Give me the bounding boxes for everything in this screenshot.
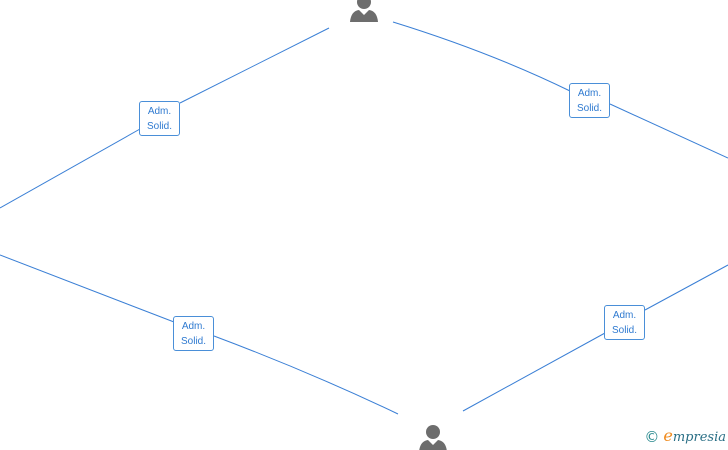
brand-initial: e	[663, 426, 673, 445]
edge-label-role: Adm.	[181, 321, 206, 332]
edge-label-top-right[interactable]: Adm. Solid.	[569, 83, 610, 118]
edge-label-type: Solid.	[146, 121, 172, 132]
person-icon	[350, 0, 378, 22]
edge-label-type: Solid.	[180, 336, 206, 347]
edge-label-type: Solid.	[576, 103, 602, 114]
person-node-bottom[interactable]	[417, 422, 449, 450]
person-node-top[interactable]	[348, 0, 380, 24]
edge-right-bottom	[644, 264, 728, 311]
brand-watermark: © empresia	[644, 427, 726, 447]
person-icon	[419, 425, 447, 450]
edge-label-role: Adm.	[147, 106, 172, 117]
edge-top-left-continued	[0, 128, 141, 209]
edge-top-right	[392, 21, 571, 92]
edge-label-type: Solid.	[611, 325, 637, 336]
edge-label-bottom-right[interactable]: Adm. Solid.	[604, 305, 645, 340]
edge-left-bottom-continued	[213, 335, 399, 415]
edge-label-top-left[interactable]: Adm. Solid.	[139, 101, 180, 136]
edge-label-role: Adm.	[577, 88, 602, 99]
edge-top-left	[179, 27, 330, 104]
edge-top-right-continued	[609, 103, 728, 159]
edge-left-bottom	[0, 254, 175, 323]
edge-label-bottom-left[interactable]: Adm. Solid.	[173, 316, 214, 351]
copyright-icon: ©	[644, 428, 660, 446]
edge-label-role: Adm.	[612, 310, 637, 321]
edge-right-bottom-continued	[462, 332, 606, 412]
brand-name: mpresia	[672, 430, 726, 445]
brand-logo: empresia	[663, 427, 726, 447]
